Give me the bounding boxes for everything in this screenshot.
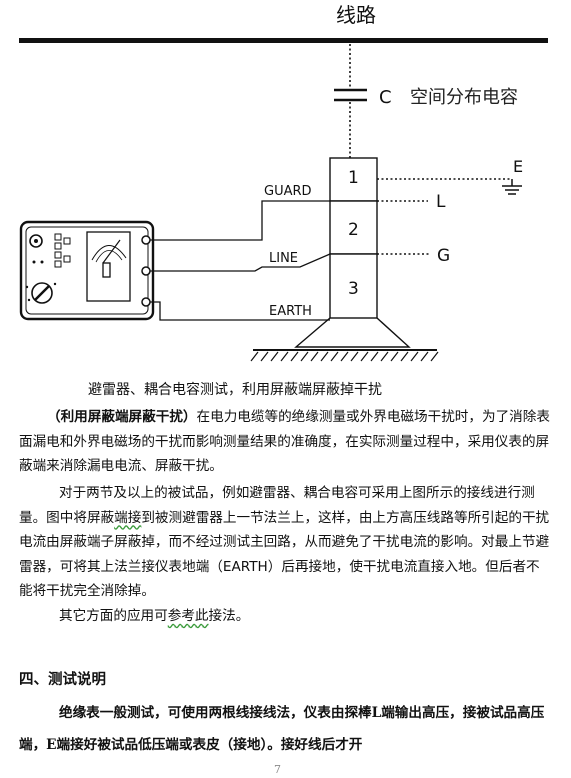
guard-wire	[150, 200, 330, 241]
paragraph-test-instructions: 绝缘表一般测试，可使用两根线接线法，仪表由探棒L端输出高压，接被试品高压端，E端…	[19, 697, 554, 761]
ground-hatching	[250, 351, 439, 362]
L-label: L	[436, 192, 446, 212]
earth-terminal-label: EARTH	[269, 304, 312, 319]
G-label: G	[437, 246, 450, 266]
paragraph-multi-section-text-c: 到被测避雷器上一节法兰上，这样，由上方高压线路等所引起的干扰电流由屏蔽端子屏蔽掉…	[19, 509, 550, 600]
earth-ground-icon	[502, 179, 522, 195]
line-wire	[150, 253, 331, 272]
arrester-base	[253, 317, 437, 351]
paragraph-multi-section: 对于两节及以上的被试品，例如避雷器、耦合电容可采用上图所示的接线进行测量。图中将…	[19, 481, 551, 604]
paragraph-multi-section-text-b: 端接	[114, 509, 142, 526]
paragraph-test-instructions-text: 绝缘表一般测试，可使用两根线接线法，仪表由探棒L端输出高压，接被试品高压端，E端…	[19, 705, 545, 753]
paragraph-other-text-a: 其它方面的应用可	[59, 608, 168, 624]
line-label: 线路	[336, 3, 376, 27]
capacitor-label: 空间分布电容	[410, 87, 518, 108]
insulation-tester-icon	[19, 220, 155, 321]
figure-caption: 避雷器、耦合电容测试，利用屏蔽端屏蔽掉干扰	[88, 382, 382, 398]
paragraph-other-text-c: 接法。	[208, 608, 250, 624]
guard-terminal-label: GUARD	[264, 184, 312, 199]
paragraph-multi-section-text-a: 对于两节及以上的被试品，例如避雷器、耦合电容可采用上图所示的接线进行测量。图中将…	[19, 485, 535, 526]
section-3-label: 3	[348, 279, 359, 299]
paragraph-shielding-text: 在电力电缆等的绝缘测量或外界电磁场干扰时，为了消除表面漏电和外界电磁场的干扰而影…	[19, 409, 550, 474]
arrester-test-wiring-diagram: 线路 C 空间分布电容 1 2 3 L G	[19, 3, 548, 362]
capacitor-symbol	[334, 88, 367, 102]
arrester-column	[329, 157, 378, 319]
earth-wire	[150, 301, 330, 321]
section-1-label: 1	[348, 168, 359, 188]
page-number: 7	[274, 763, 281, 776]
paragraph-other-text-b: 参考此	[167, 608, 209, 624]
line-terminal-label: LINE	[269, 251, 298, 266]
paragraph-other-applications: 其它方面的应用可参考此接法。	[19, 604, 551, 629]
section-title: 四、测试说明	[19, 671, 106, 688]
capacitor-letter: C	[379, 87, 392, 108]
paragraph-shielding-heading: （利用屏蔽端屏蔽干扰）	[47, 409, 197, 425]
section-2-label: 2	[348, 220, 359, 240]
overhead-line	[19, 38, 548, 43]
earth-letter: E	[513, 157, 523, 176]
paragraph-shielding: （利用屏蔽端屏蔽干扰）在电力电缆等的绝缘测量或外界电磁场干扰时，为了消除表面漏电…	[19, 405, 551, 479]
